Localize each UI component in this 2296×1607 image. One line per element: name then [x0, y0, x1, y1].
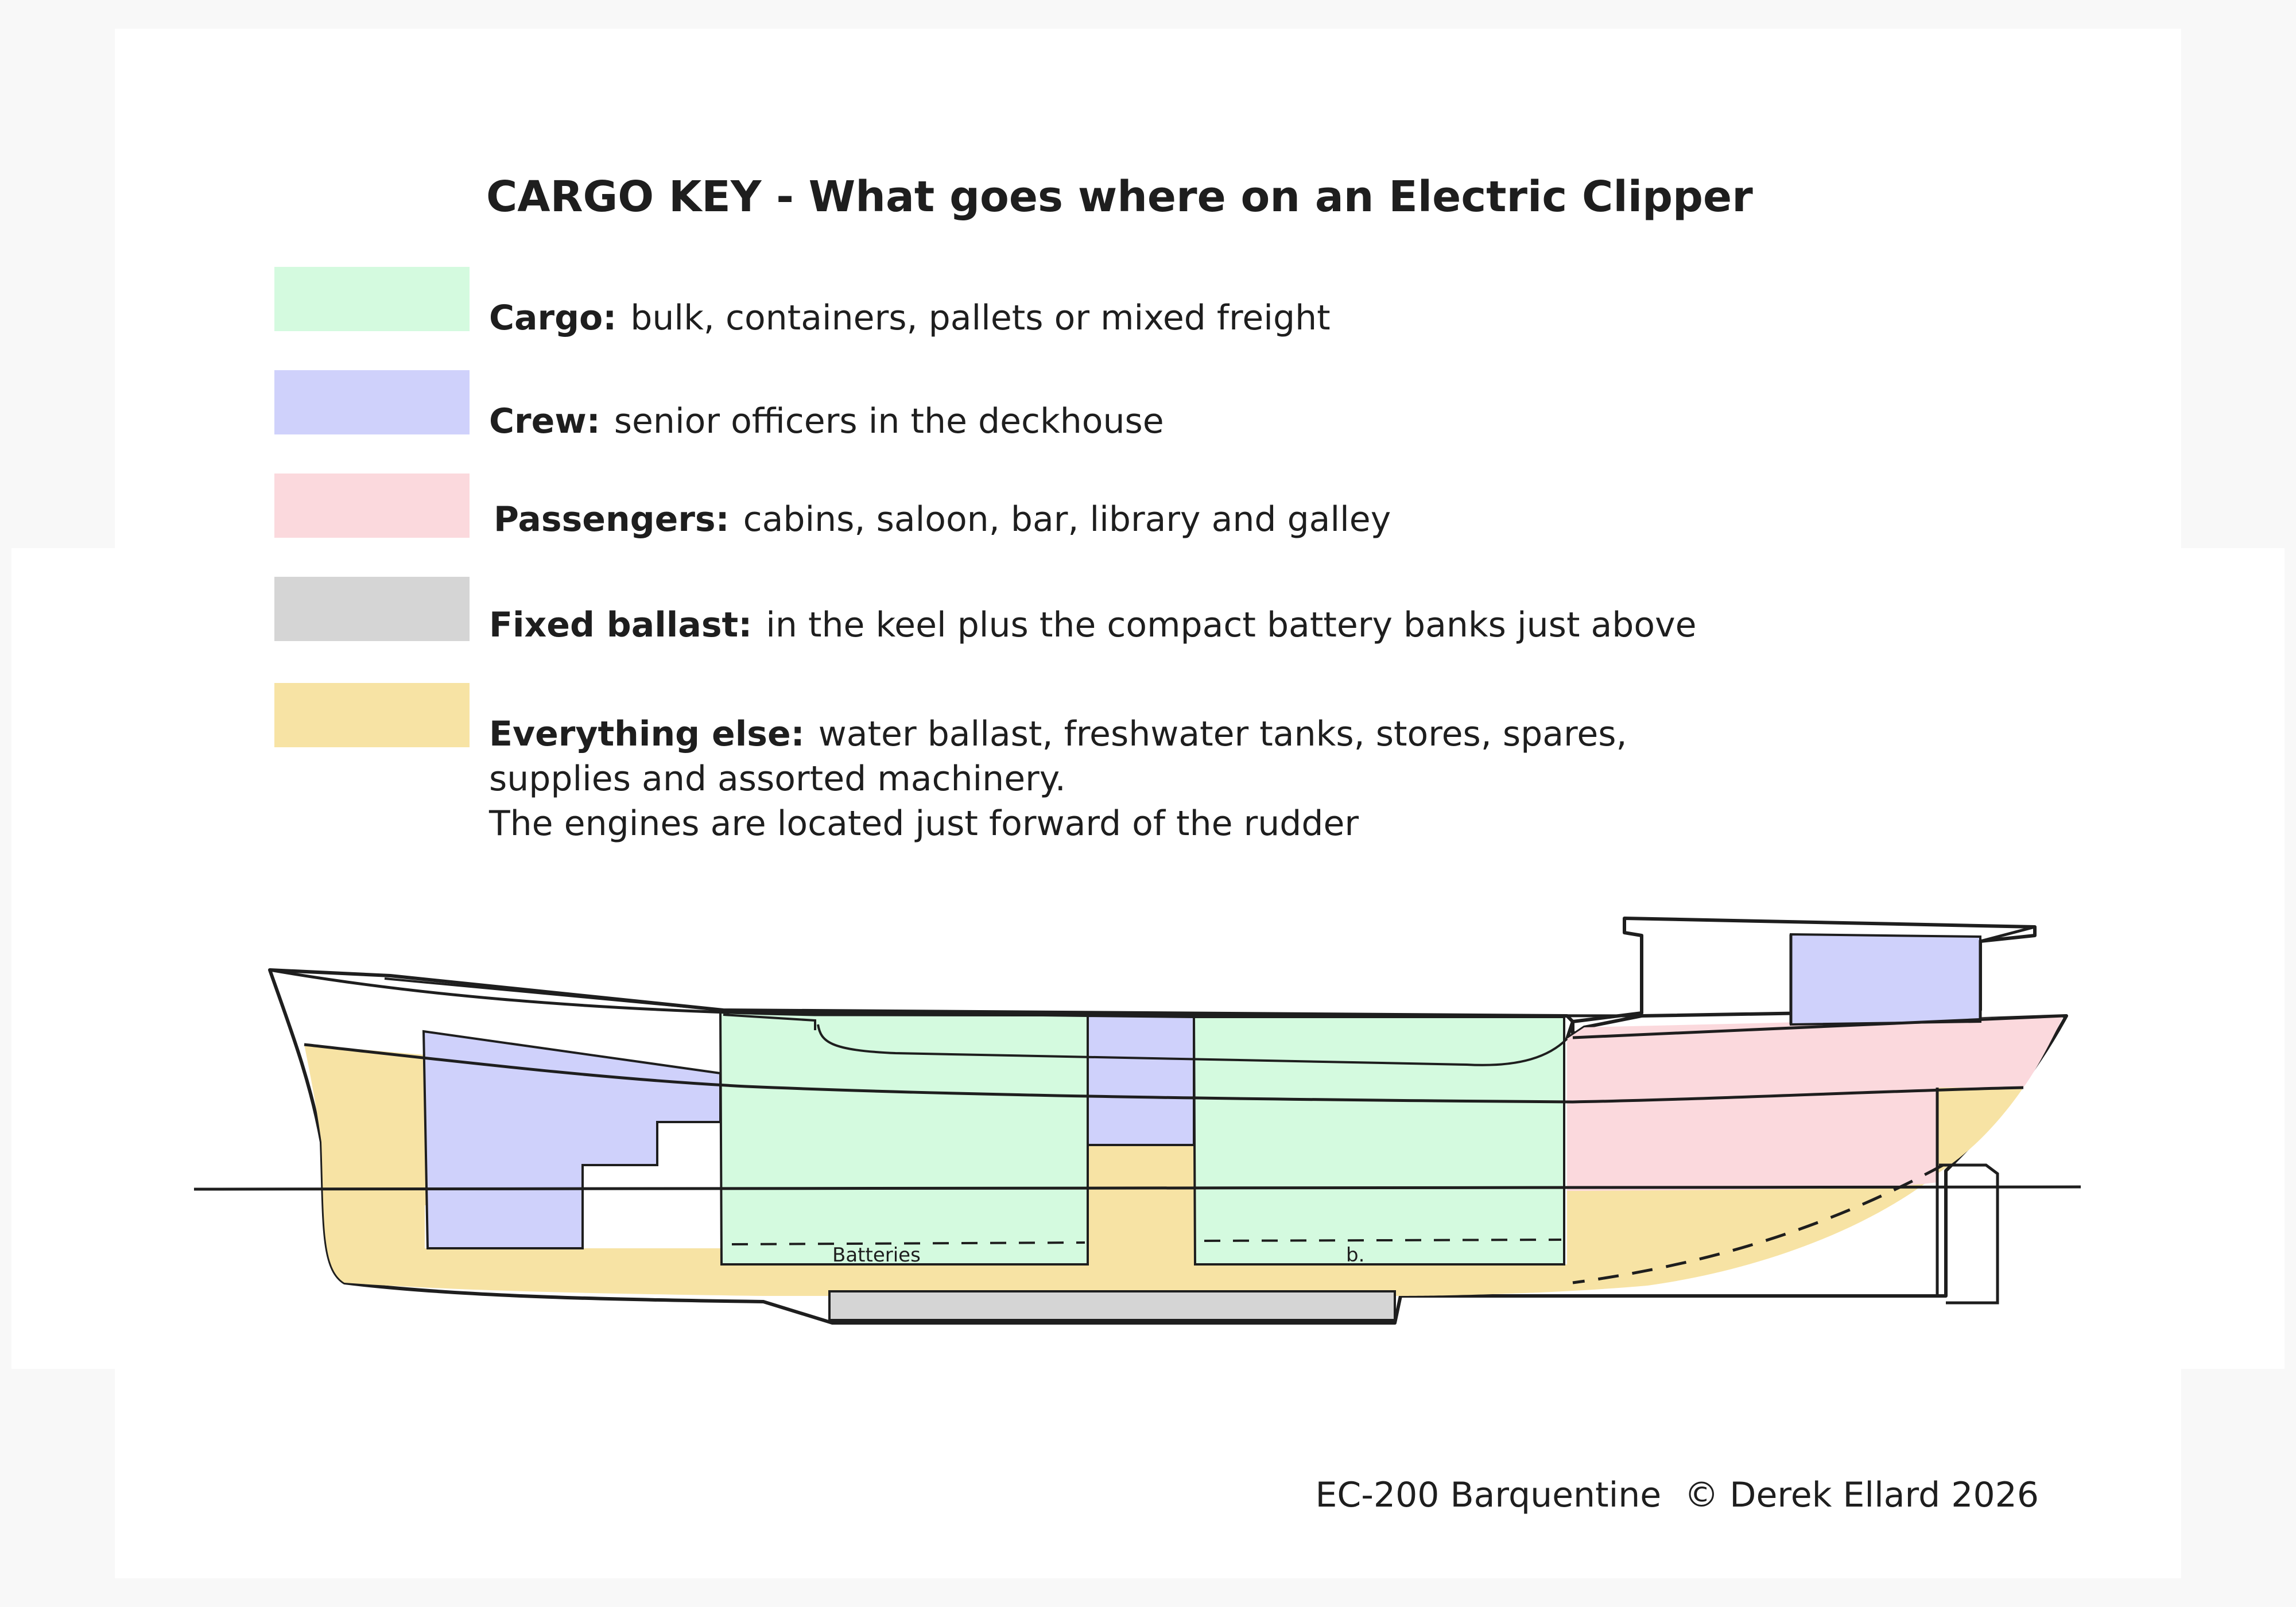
key-passengers-text: cabins, saloon, bar, library and galley: [743, 499, 1391, 539]
key-crew-label: Crew:: [489, 401, 600, 441]
key-fixed-ballast: Fixed ballast: in the keel plus the compa…: [489, 603, 1697, 647]
waterline: [193, 1185, 2081, 1191]
battery-label-1: Batteries: [832, 1244, 921, 1267]
model-name: EC-200 Barquentine: [1315, 1475, 1662, 1515]
key-passengers-label: Passengers:: [494, 499, 730, 539]
key-cargo-text: bulk, containers, pallets or mixed freig…: [630, 298, 1331, 338]
credit-line: EC-200 Barquentine © Derek Ellard 2026: [1315, 1475, 2039, 1515]
forecastle-line: [1572, 1014, 2064, 1039]
everything-else-swatch: [274, 683, 470, 747]
battery-label-2: b.: [1346, 1244, 1364, 1267]
key-cargo-label: Cargo:: [489, 298, 617, 338]
fixed-ballast-keel: [828, 1290, 1396, 1321]
key-crew: Crew: senior officers in the deckhouse: [489, 399, 1164, 444]
key-crew-text: senior officers in the deckhouse: [614, 401, 1164, 441]
page-title: CARGO KEY - What goes where on an Electr…: [486, 172, 1753, 222]
crew-deckhouse-zone: [1790, 933, 1981, 1026]
passengers-zone: [1567, 1016, 2064, 1191]
key-fixed-ballast-label: Fixed ballast:: [489, 605, 753, 645]
bow-dashed-line: [1572, 1163, 1944, 1284]
deckhouse-outline: [1624, 925, 2035, 1024]
cargo-swatch: [274, 267, 470, 331]
key-everything-else: Everything else: water ballast, freshwate…: [489, 712, 1627, 846]
cargo-hold-1: [719, 1010, 1089, 1266]
key-cargo: Cargo: bulk, containers, pallets or mixed…: [489, 296, 1331, 340]
key-passengers: Passengers: cabins, saloon, bar, library …: [494, 497, 1391, 542]
everything-else-aft-zone: [1937, 1088, 2023, 1174]
bulwark-line: [384, 977, 1568, 1066]
copyright: © Derek Ellard 2026: [1684, 1475, 2039, 1515]
cargo-hold-2: [1192, 1016, 1565, 1266]
fixed-ballast-swatch: [274, 577, 470, 641]
crew-midship-zone: [1087, 1014, 1195, 1146]
key-everything-else-text: water ballast, freshwater tanks, stores,…: [818, 714, 1627, 754]
key-everything-else-line2: supplies and assorted machinery.: [489, 759, 1066, 799]
key-fixed-ballast-text: in the keel plus the compact battery ban…: [766, 605, 1697, 645]
key-everything-else-line3: The engines are located just forward of …: [489, 804, 1359, 844]
deck-line-upper: [269, 968, 1642, 1018]
battery-line-2: [1204, 1239, 1562, 1242]
forefoot-outline: [1936, 1088, 1999, 1305]
deck-line-main: [304, 1043, 2024, 1104]
battery-line-1: [731, 1241, 1085, 1245]
key-everything-else-label: Everything else:: [489, 714, 805, 754]
passengers-swatch: [274, 473, 470, 538]
crew-swatch: [274, 370, 470, 434]
